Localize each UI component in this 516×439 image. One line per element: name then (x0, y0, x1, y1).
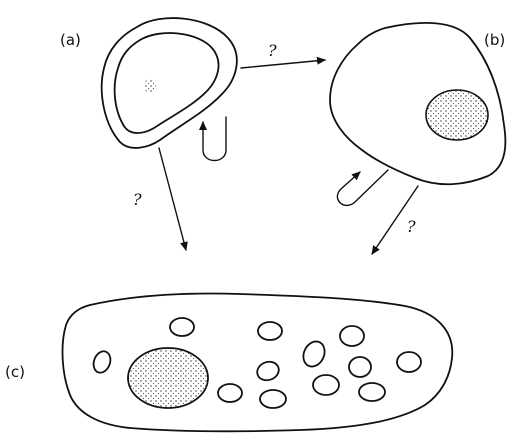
arrow-a-to-c: ? (133, 148, 186, 250)
panel-c: (c) (5, 293, 452, 431)
cell-a-uturn-arrow (203, 117, 226, 161)
arrow-b-to-c: ? (372, 186, 418, 254)
cell-b-nucleus (426, 90, 488, 140)
vacuole (397, 352, 421, 372)
panel-a-label: (a) (60, 31, 81, 49)
arrow-a-to-b-question: ? (268, 41, 277, 60)
vacuole (313, 375, 339, 395)
arrow-a-to-b-line (241, 60, 325, 68)
cell-a-nucleus (144, 79, 156, 93)
vacuole (258, 322, 282, 340)
vacuole (170, 318, 194, 336)
arrow-a-to-c-question: ? (133, 190, 142, 209)
vacuole (218, 384, 242, 402)
vacuole (340, 326, 364, 346)
cell-a-inner-wall (115, 33, 219, 133)
cell-b-uturn-arrow (337, 170, 388, 205)
vacuole (255, 359, 282, 383)
vacuole (359, 383, 385, 401)
arrow-b-to-c-question: ? (407, 217, 416, 236)
cell-c-nucleus (128, 348, 208, 408)
vacuole (260, 390, 286, 408)
panel-a: (a) (60, 18, 237, 160)
vacuole (91, 349, 114, 375)
arrow-a-to-b: ? (241, 41, 325, 68)
vacuole (349, 357, 371, 377)
cell-c-wall (63, 293, 453, 431)
vacuole (299, 338, 328, 370)
panel-b: (b) (330, 23, 505, 206)
panel-c-label: (c) (5, 363, 25, 381)
arrow-a-to-c-line (159, 148, 186, 250)
panel-b-label: (b) (484, 31, 505, 49)
cell-a-outer-wall (102, 18, 237, 148)
